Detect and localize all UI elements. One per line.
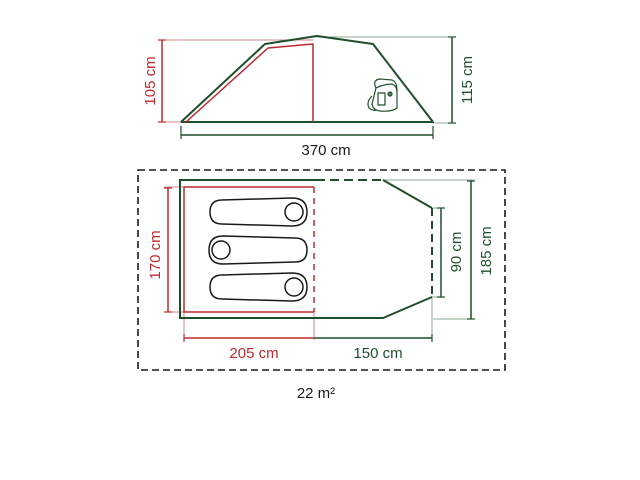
inner-height-label: 105 cm xyxy=(142,56,159,105)
side-view: 105 cm 115 cm 370 cm xyxy=(142,35,476,159)
sleeping-bag-3 xyxy=(209,272,308,302)
pillow-icon xyxy=(211,240,231,260)
sleeping-length-label: 205 cm xyxy=(229,345,278,362)
sleeping-width-label: 170 cm xyxy=(147,230,164,279)
pillow-icon xyxy=(284,277,304,297)
footprint-area-label: 22 m² xyxy=(297,385,335,402)
footprint-outline xyxy=(137,169,506,371)
sleeping-bag-2 xyxy=(208,235,308,265)
sleeping-bag-1 xyxy=(209,197,308,227)
door-width-label: 90 cm xyxy=(448,232,465,273)
outer-height-label: 115 cm xyxy=(459,56,476,104)
tent-outer-profile xyxy=(180,35,434,123)
backpack-icon xyxy=(367,78,398,112)
sleeping-area-outline xyxy=(183,186,314,313)
total-width-label: 185 cm xyxy=(478,226,495,275)
length-label: 370 cm xyxy=(301,142,350,159)
tent-inner-profile xyxy=(185,43,314,123)
pillow-icon xyxy=(284,202,304,222)
floor-plan: 170 cm 90 cm 185 cm 205 cm 150 cm 22 m² xyxy=(137,169,506,402)
sleeping-bags xyxy=(208,197,308,302)
tent-floor-outline xyxy=(179,179,433,319)
porch-length-label: 150 cm xyxy=(353,345,402,362)
